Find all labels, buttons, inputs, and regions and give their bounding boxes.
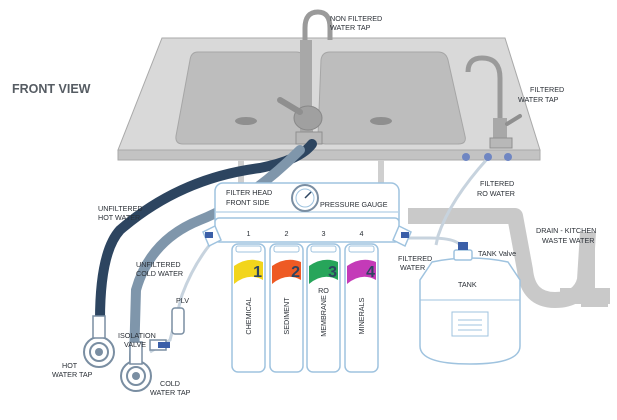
cartridge-extra-label: RO (318, 286, 329, 295)
head-port-number: 2 (285, 229, 289, 238)
svg-text:DRAIN - KITCHEN: DRAIN - KITCHEN (536, 226, 596, 235)
filtered-water-tap (465, 55, 522, 149)
cartridge-name: SEDIMENT (282, 297, 291, 335)
svg-text:WATER TAP: WATER TAP (330, 23, 371, 32)
label-pressure-gauge: PRESSURE GAUGE (320, 200, 388, 209)
sink-leg-right (378, 160, 384, 188)
cartridge-name: MINERALS (357, 297, 366, 334)
sink-front-edge (117, 149, 541, 161)
sink (117, 37, 541, 188)
svg-text:VALVE: VALVE (124, 340, 146, 349)
head-port-number: 4 (360, 229, 364, 238)
label-non-filtered-tap: NON FILTERED WATER TAP (330, 14, 382, 32)
filtered-water-line (402, 236, 464, 251)
svg-text:RO WATER: RO WATER (477, 189, 515, 198)
svg-text:FILTER HEAD: FILTER HEAD (226, 188, 272, 197)
cartridge-number: 2 (291, 264, 300, 281)
svg-text:WASTE WATER: WASTE WATER (542, 236, 594, 245)
cartridge-number: 4 (366, 264, 375, 281)
left-basin (175, 51, 314, 145)
svg-text:HOT WATER: HOT WATER (98, 213, 140, 222)
label-filtered-water: FILTERED WATER (398, 254, 432, 272)
label-tank-valve: TANK Valve (478, 249, 516, 258)
svg-text:WATER TAP: WATER TAP (150, 388, 191, 397)
svg-text:WATER: WATER (400, 263, 425, 272)
cartridge-number: 3 (328, 264, 337, 281)
page-title: FRONT VIEW (12, 82, 91, 96)
svg-text:FILTERED: FILTERED (530, 85, 564, 94)
label-tank: TANK (458, 280, 477, 289)
head-port-number: 3 (322, 229, 326, 238)
isolation-valve (149, 339, 170, 351)
svg-text:FILTERED: FILTERED (480, 179, 514, 188)
svg-text:UNFILTERED: UNFILTERED (136, 260, 181, 269)
head-port-number: 1 (247, 229, 251, 238)
cartridge-color-band (272, 259, 301, 284)
svg-text:FRONT SIDE: FRONT SIDE (226, 198, 270, 207)
svg-text:UNFILTERED: UNFILTERED (98, 204, 143, 213)
label-cold-tap: COLD WATER TAP (150, 379, 191, 397)
label-plv: PLV (176, 296, 189, 305)
svg-text:NON FILTERED: NON FILTERED (330, 14, 382, 23)
cartridge-color-band (347, 259, 376, 284)
label-isolation-valve: ISOLATION VALVE (118, 331, 156, 349)
cartridge-number: 1 (253, 264, 262, 281)
label-filter-head: FILTER HEAD FRONT SIDE (226, 188, 272, 207)
label-filtered-tap: FILTERED WATER TAP (518, 85, 564, 104)
cartridge-color-band (309, 259, 338, 284)
left-drain (235, 117, 257, 125)
svg-text:HOT: HOT (62, 361, 78, 370)
pressure-gauge (291, 184, 319, 212)
label-hot-tap: HOT WATER TAP (52, 361, 93, 379)
label-drain: DRAIN - KITCHEN WASTE WATER (536, 226, 596, 245)
plv (171, 307, 185, 335)
cold-water-hose (129, 145, 305, 365)
label-unfiltered-hot: UNFILTERED HOT WATER (98, 204, 143, 222)
hoses (95, 139, 512, 365)
cartridge-name: MEMBRANE (319, 295, 328, 337)
svg-text:WATER TAP: WATER TAP (52, 370, 93, 379)
label-filtered-ro: FILTERED RO WATER (477, 179, 515, 198)
cold-water-valve (120, 341, 152, 392)
filtered-ro-line (434, 156, 490, 246)
right-drain (370, 117, 392, 125)
svg-text:COLD WATER: COLD WATER (136, 269, 183, 278)
svg-text:COLD: COLD (160, 379, 180, 388)
cartridge-color-band (234, 259, 263, 284)
svg-text:FILTERED: FILTERED (398, 254, 432, 263)
storage-tank (419, 242, 521, 365)
svg-text:ISOLATION: ISOLATION (118, 331, 156, 340)
cartridge-name: CHEMICAL (244, 297, 253, 334)
right-basin (317, 51, 466, 145)
label-unfiltered-cold: UNFILTERED COLD WATER (136, 260, 183, 278)
drain-pipe (408, 208, 610, 308)
hot-water-valve (83, 315, 115, 368)
svg-text:WATER TAP: WATER TAP (518, 95, 559, 104)
